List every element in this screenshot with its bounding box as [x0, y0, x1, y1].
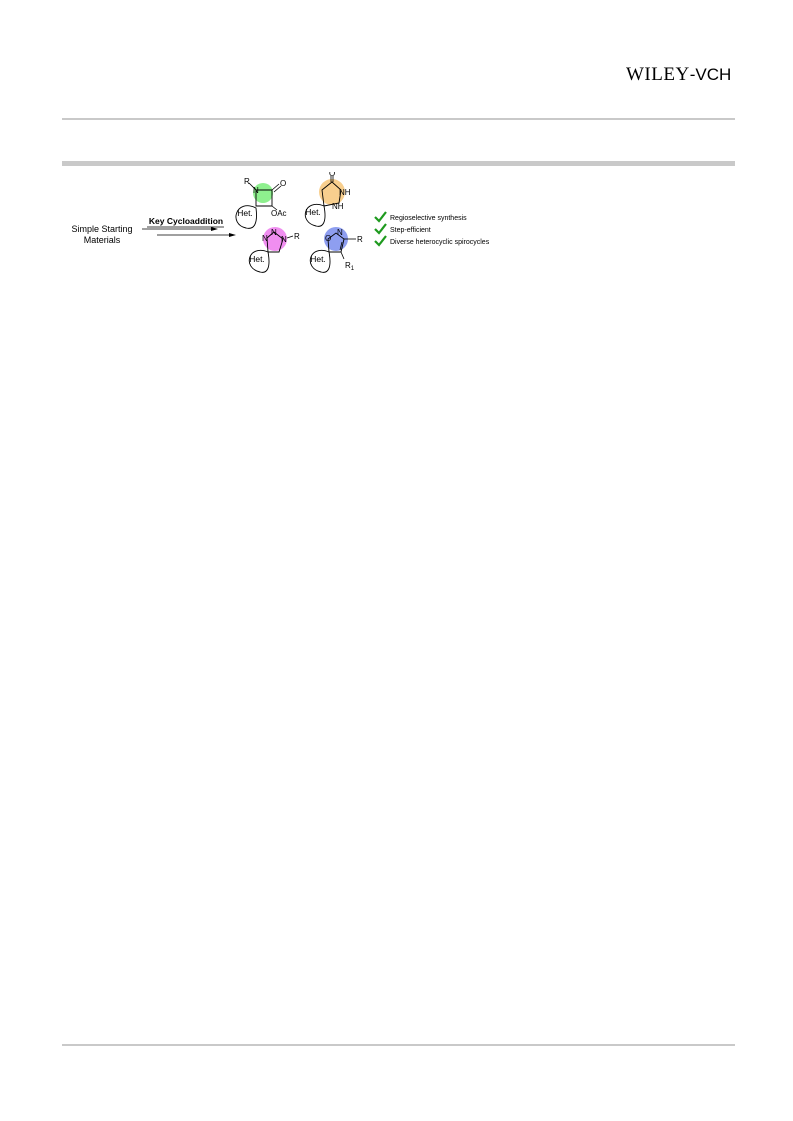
- isoxazoline-cn-double: [339, 241, 343, 251]
- het-ring-2: [304, 203, 326, 227]
- het-label-4: Het.: [310, 254, 326, 264]
- beta-lactam-oac: OAc: [271, 209, 287, 218]
- benefit-2: Step-efficient: [390, 227, 431, 234]
- toc-graphic: Simple Starting Materials Key Cycloaddit…: [60, 169, 520, 280]
- isoxazoline-n: N: [337, 228, 343, 237]
- arrow-1-head: [211, 227, 218, 231]
- beta-lactam-nr-bond: [248, 182, 257, 191]
- toc-graphic-svg: Simple Starting Materials Key Cycloaddit…: [71, 169, 490, 273]
- isoxazoline-structure: Het. O N R R1: [309, 227, 363, 273]
- triazoline-n2: N: [271, 228, 277, 237]
- arrow-2-head: [229, 233, 236, 237]
- footer-rule: [62, 1044, 735, 1046]
- pyrazolidinone-highlight: [319, 179, 345, 205]
- section-rule: [62, 161, 735, 166]
- benefit-3: Diverse heterocyclic spirocycles: [390, 239, 490, 246]
- wiley-vch-logo: WILEY-VCH: [626, 64, 731, 86]
- pyrazolidinone-nh2: NH: [332, 202, 344, 211]
- beta-lactam-oac-bond: [271, 205, 278, 211]
- benefits-list: Regioselective synthesis Step-efficient …: [374, 211, 490, 247]
- beta-lactam-structure: Het. R N O OAc: [235, 177, 287, 229]
- triazoline-nr-bond: [286, 235, 294, 239]
- het-label-1: Het.: [237, 208, 253, 218]
- isoxazoline-r1-bond: [340, 251, 345, 260]
- het-label-2: Het.: [305, 207, 321, 217]
- pyrazolidinone-nh1: NH: [339, 188, 351, 197]
- beta-lactam-r: R: [244, 177, 250, 186]
- beta-lactam-highlight: [253, 183, 273, 203]
- triazoline-structure: Het. N N N R: [248, 227, 300, 273]
- isoxazoline-o: O: [325, 234, 331, 243]
- beta-lactam-co-bond-2: [273, 185, 282, 193]
- isoxazoline-ring: [327, 232, 345, 253]
- header-rule: [62, 118, 735, 120]
- beta-lactam-n: N: [253, 186, 259, 195]
- check-icon-3: [374, 235, 387, 247]
- benefit-1: Regioselective synthesis: [390, 215, 467, 222]
- triazoline-r: R: [294, 232, 300, 241]
- pyrazolidinone-o: O: [329, 172, 335, 178]
- triazoline-n1: N: [262, 234, 268, 243]
- beta-lactam-o: O: [280, 179, 286, 188]
- pyrazolidinone-structure: Het. O NH NH: [304, 169, 351, 227]
- triazoline-n3: N: [281, 235, 287, 244]
- logo-main: WILEY: [626, 64, 690, 85]
- start-label-line2: Materials: [84, 235, 121, 245]
- triazoline-ring: [266, 231, 284, 253]
- check-icon-2: [374, 223, 387, 235]
- het-ring-3: [248, 249, 270, 273]
- pyrazolidinone-ring: [321, 181, 342, 207]
- check-icon-1: [374, 211, 387, 223]
- isoxazoline-r: R: [357, 235, 363, 244]
- het-ring-1: [235, 205, 257, 229]
- het-label-3: Het.: [249, 254, 265, 264]
- isoxazoline-r1: R1: [345, 261, 355, 272]
- beta-lactam-co-bond: [271, 183, 280, 191]
- logo-suffix: -VCH: [689, 65, 732, 84]
- isoxazoline-highlight: [324, 227, 348, 251]
- start-label-line1: Simple Starting: [71, 224, 132, 234]
- arrow-label: Key Cycloaddition: [149, 216, 223, 226]
- het-ring-4: [309, 249, 331, 273]
